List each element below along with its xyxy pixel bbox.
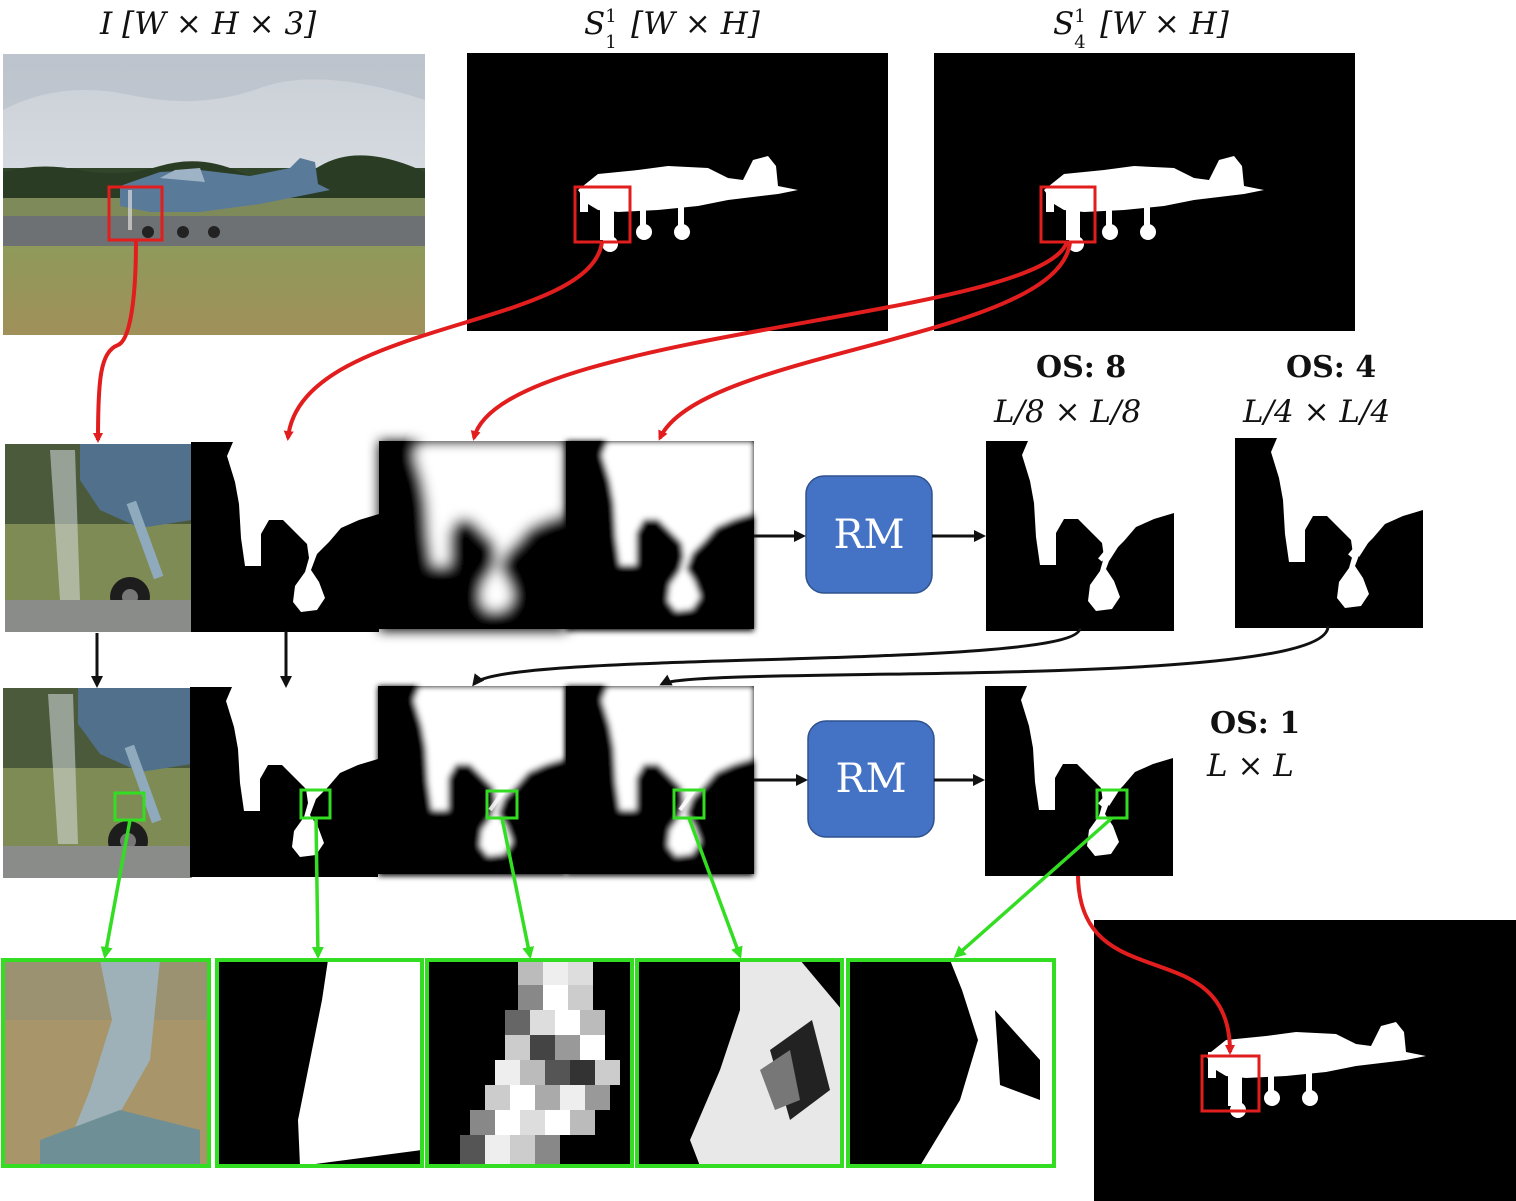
s1-symbol: S xyxy=(584,6,606,42)
input-label: I [W × H × 3] xyxy=(100,6,317,42)
s1-mask-full xyxy=(467,53,888,331)
green-arrow-zoom-b xyxy=(687,817,743,959)
green-arrow-zoom-os1 xyxy=(953,816,1114,958)
os8-dimensions: L/8 × L/8 xyxy=(994,394,1142,430)
s1-crop-row2 xyxy=(190,687,378,877)
rm-label-bottom: RM xyxy=(835,756,907,802)
red-arrow-s4-to-crop-a xyxy=(470,241,1069,441)
s1-dimensions: [W × H] xyxy=(631,6,760,42)
s4-subscript: 4 xyxy=(1074,32,1086,53)
input-photo xyxy=(3,54,425,335)
os4-dimensions: L/4 × L/4 xyxy=(1243,394,1391,430)
os4-title: OS: 4 xyxy=(1286,350,1377,385)
s1-subscript: 1 xyxy=(605,32,617,53)
s1-crop-row1 xyxy=(191,442,379,632)
s4-upsampled-crop-row1 xyxy=(566,441,754,631)
red-arrow-os1-to-final xyxy=(1076,875,1235,1055)
crop-image-row1 xyxy=(5,444,192,632)
red-arrow-input-to-crop xyxy=(93,239,138,443)
os1-title: OS: 1 xyxy=(1210,706,1301,741)
os8-output xyxy=(986,441,1174,631)
zoom-refined-a xyxy=(425,958,634,1168)
s1-superscript: 1 xyxy=(605,6,617,27)
s4-dimensions: [W × H] xyxy=(1100,6,1229,42)
zoom-s1 xyxy=(215,958,424,1168)
black-arrow-os4-feed xyxy=(659,625,1330,686)
final-mask-full xyxy=(1094,920,1516,1201)
zoom-image xyxy=(1,958,211,1168)
refined-crop-b-row2 xyxy=(566,686,754,876)
green-arrow-zoom-s1 xyxy=(311,817,324,959)
os4-output xyxy=(1235,438,1423,628)
os1-output xyxy=(985,686,1173,876)
os1-dimensions: L × L xyxy=(1207,748,1294,784)
s4-superscript: 1 xyxy=(1074,6,1086,27)
green-arrow-zoom-a xyxy=(500,817,535,959)
zoom-refined-b xyxy=(635,958,844,1168)
red-arrow-s1-to-crop xyxy=(283,241,604,441)
s1-upsampled-crop-row1 xyxy=(379,441,567,631)
s4-mask-full xyxy=(934,53,1355,331)
green-arrow-zoom-image xyxy=(100,819,132,959)
red-arrow-s4-to-crop-b xyxy=(658,241,1072,441)
zoom-os1 xyxy=(846,958,1056,1168)
black-arrow-os8-feed xyxy=(472,627,1082,687)
os8-title: OS: 8 xyxy=(1036,350,1127,385)
crop-image-row2 xyxy=(3,688,192,878)
s4-symbol: S xyxy=(1053,6,1075,42)
rm-label-top: RM xyxy=(833,512,905,558)
refined-crop-a-row2 xyxy=(378,686,566,876)
